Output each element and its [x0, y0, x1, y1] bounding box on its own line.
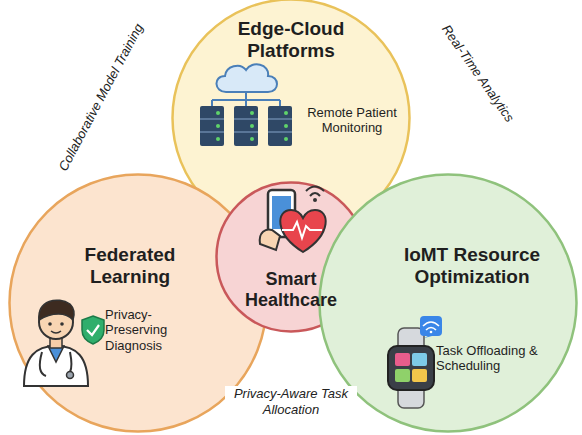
- cloud-server-icon-part-part: [234, 106, 258, 146]
- cloud-server-icon-part: [211, 100, 213, 106]
- shield-icon-part: [82, 316, 104, 344]
- smartwatch-icon-part: [395, 369, 410, 382]
- cloud-server-icon-part-part: [234, 118, 258, 120]
- shield-icon: [82, 316, 104, 344]
- relation-label: Collaborative Model Training: [54, 20, 147, 176]
- doctor-icon-part: [48, 322, 52, 326]
- smartwatch-icon: [388, 316, 442, 408]
- circle-title: Smart Healthcare: [231, 269, 351, 311]
- doctor-icon-part: [39, 300, 74, 320]
- cloud-server-icon-part-part: [284, 111, 288, 115]
- cloud-server-icon-part: [200, 106, 292, 146]
- smartwatch-icon-part: [424, 336, 432, 338]
- text-slot: Edge-Cloud Platforms: [216, 18, 366, 63]
- smartwatch-icon-part: [426, 328, 436, 331]
- label-slot: Real-Time Analytics: [436, 19, 519, 127]
- circle-title: IoMT Resource Optimization: [388, 244, 556, 289]
- smartwatch-icon-part: [430, 331, 433, 334]
- phone-heart-icon-part: [282, 222, 322, 238]
- cloud-server-icon-part-part: [216, 111, 220, 115]
- cloud-server-icon-part-part: [250, 111, 254, 115]
- circle-shape: [320, 175, 577, 432]
- cloud-server-icon-part-part: [200, 118, 224, 120]
- circle-outline: [318, 173, 578, 433]
- doctor-icon-part: [40, 352, 46, 376]
- cloud-server-icon-part-part: [216, 137, 220, 141]
- smartwatch-icon-part: [412, 353, 427, 366]
- cloud-server-icon-part: [245, 100, 247, 106]
- cloud-server-icon-part-part: [250, 137, 254, 141]
- text-slot: Smart Healthcare: [231, 269, 351, 311]
- doctor-icon-part: [51, 331, 61, 333]
- circle-subtitle: Privacy-Preserving Diagnosis: [105, 307, 187, 353]
- cloud-server-icon-part-part: [234, 131, 258, 133]
- smartwatch-icon-part: [412, 369, 427, 382]
- label-slot: Privacy-Aware Task Allocation: [225, 386, 357, 417]
- doctor-icon-part: [70, 352, 72, 372]
- cloud-server-icon-part: [279, 100, 281, 106]
- cloud-server-icon-part-part: [200, 106, 224, 146]
- cloud-server-icon: [200, 64, 292, 146]
- phone-heart-icon-part: [310, 193, 320, 196]
- doctor-icon-part: [60, 322, 64, 326]
- cloud-server-icon-part-part: [250, 124, 254, 128]
- cloud-server-icon-part-part: [200, 131, 224, 133]
- text-slot: Privacy-Preserving Diagnosis: [105, 307, 187, 353]
- text-slot: IoMT Resource Optimization: [388, 244, 556, 289]
- optimization-circle: IoMT Resource OptimizationTask Offloadin…: [318, 173, 578, 433]
- shield-icon-part: [87, 325, 99, 335]
- circle-title: Edge-Cloud Platforms: [216, 18, 366, 63]
- label-slot: Collaborative Model Training: [52, 19, 147, 176]
- doctor-icon-part: [67, 372, 74, 379]
- cloud-server-icon-part-part: [268, 131, 292, 133]
- doctor-icon: [24, 300, 88, 386]
- smartwatch-icon-part: [420, 316, 442, 336]
- phone-heart-icon-part: [306, 187, 324, 192]
- cloud-server-icon-part-part: [284, 124, 288, 128]
- smartwatch-icon-part: [388, 346, 434, 390]
- circle-title: Federated Learning: [65, 244, 195, 289]
- text-slot: Task Offloading & Scheduling: [436, 343, 556, 374]
- text-slot: Remote Patient Monitoring: [303, 105, 401, 136]
- relation-label: Real-Time Analytics: [437, 20, 518, 126]
- text-slot: Federated Learning: [65, 244, 195, 289]
- smartwatch-icon-part: [395, 353, 410, 366]
- circle-subtitle: Remote Patient Monitoring: [303, 105, 401, 136]
- phone-heart-icon-part: [313, 198, 317, 202]
- cloud-server-icon-part-part: [216, 124, 220, 128]
- phone-heart-icon-part: [260, 230, 280, 250]
- phone-heart-icon-part: [280, 210, 325, 252]
- relation-label: Privacy-Aware Task Allocation: [225, 386, 357, 417]
- cloud-server-icon-part-part: [284, 137, 288, 141]
- smartwatch-icon-part: [423, 322, 439, 326]
- cloud-server-icon-part: [245, 92, 247, 100]
- doctor-icon-part: [24, 346, 88, 386]
- cloud-server-icon-part-part: [268, 118, 292, 120]
- phone-heart-icon: [260, 187, 326, 253]
- cloud-server-icon-part: [216, 64, 277, 92]
- circle-subtitle: Task Offloading & Scheduling: [436, 343, 556, 374]
- cloud-server-icon-part-part: [268, 106, 292, 146]
